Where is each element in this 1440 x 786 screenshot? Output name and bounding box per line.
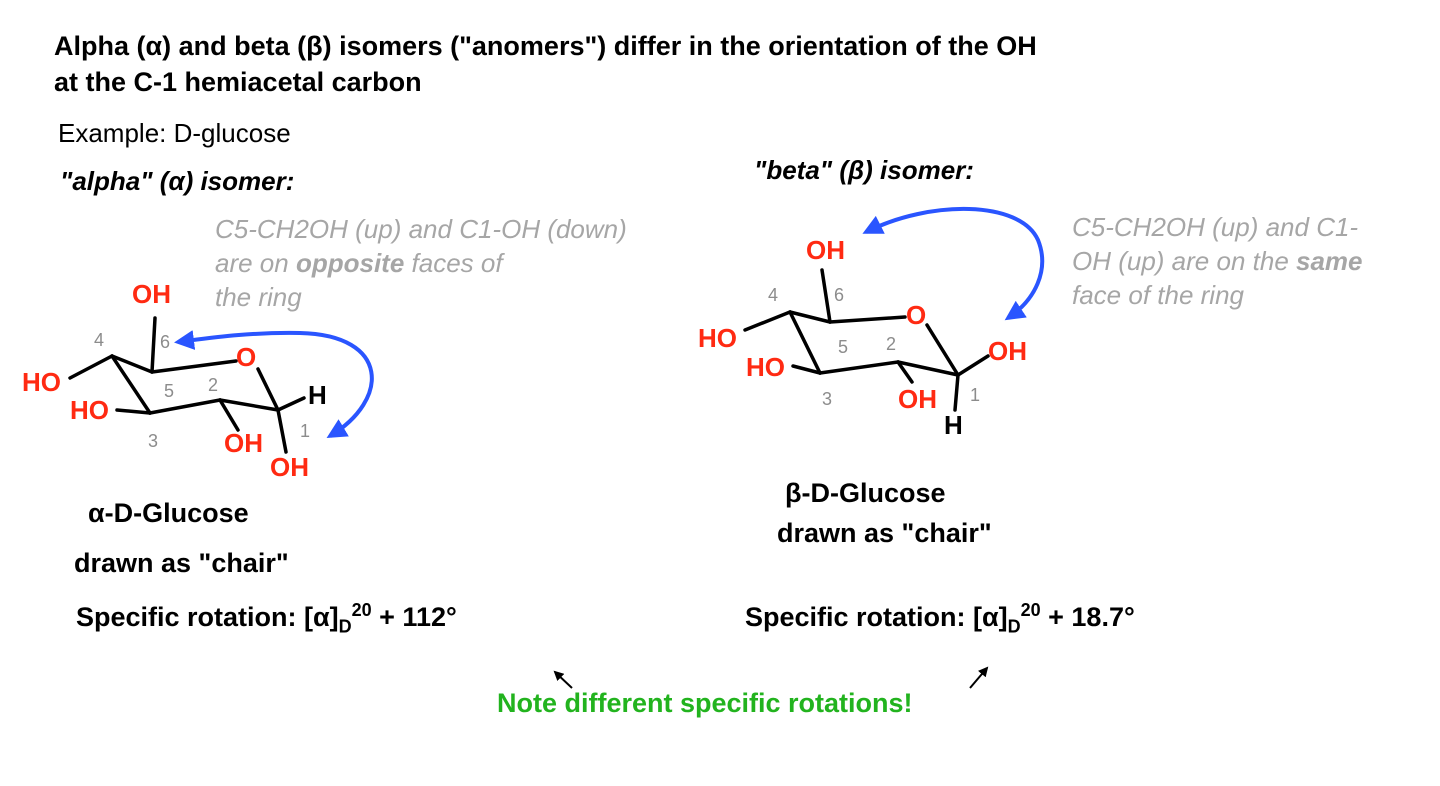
beta-ho-c3: HO [746, 352, 785, 382]
beta-bond-c1-oh [956, 354, 990, 377]
alpha-num-5: 5 [164, 381, 174, 401]
alpha-oh-c2: OH [224, 428, 263, 458]
alpha-note-bold: opposite [295, 248, 405, 278]
alpha-oh-c1: OH [270, 452, 309, 482]
beta-note-line-1: C5-CH2OH (up) and C1- [1072, 212, 1359, 242]
beta-oh-c2: OH [898, 384, 937, 414]
beta-num-1: 1 [970, 385, 980, 405]
alpha-num-2: 2 [208, 375, 218, 395]
alpha-rotation-value: + 112° [371, 602, 457, 632]
alpha-bond-o-c1 [256, 367, 280, 412]
beta-h-c1: H [944, 410, 963, 440]
alpha-num-6: 6 [160, 332, 170, 352]
beta-rotation: Specific rotation: [α]D20 + 18.7° [745, 600, 1135, 637]
alpha-bond-c5-o [150, 359, 238, 374]
beta-bond-c3-c4 [788, 310, 822, 375]
example-label: Example: D-glucose [58, 118, 291, 148]
alpha-glucose-structure [68, 316, 306, 454]
beta-glucose-structure [743, 268, 990, 412]
alpha-num-4: 4 [94, 330, 104, 350]
alpha-num-3: 3 [148, 431, 158, 451]
alpha-h-c1: H [308, 380, 327, 410]
alpha-ho-c3: HO [70, 395, 109, 425]
beta-bond-c2-c3 [818, 360, 900, 375]
beta-bond-c1-h [953, 373, 960, 412]
beta-num-6: 6 [834, 285, 844, 305]
alpha-bond-c1-c2 [218, 398, 280, 412]
beta-curved-arrow [862, 206, 1045, 321]
alpha-bond-c4-c5 [110, 354, 154, 374]
alpha-bond-c1-h [276, 396, 306, 412]
alpha-note-line-1: C5-CH2OH (up) and C1-OH (down) [215, 214, 627, 244]
beta-name: β-D-Glucose [785, 478, 946, 508]
alpha-bond-c2-c3 [148, 398, 222, 415]
beta-oh-c6: OH [806, 235, 845, 265]
beta-note: C5-CH2OH (up) and C1- OH (up) are on the… [1072, 210, 1363, 312]
beta-atom-labels: OH O HO HO OH OH H 4 6 5 2 3 1 [698, 235, 1027, 440]
beta-note-line-3: face of the ring [1072, 280, 1244, 310]
alpha-name: α-D-Glucose [88, 498, 249, 528]
alpha-bond-c3-oh [115, 408, 152, 415]
alpha-bond-c3-c4 [110, 354, 152, 415]
beta-num-3: 3 [822, 389, 832, 409]
title-line-2: at the C-1 hemiacetal carbon [54, 67, 422, 97]
alpha-rotation-prefix: Specific rotation: [α] [76, 602, 339, 632]
alpha-note-line-2: are on opposite faces of [215, 246, 627, 280]
beta-num-2: 2 [886, 334, 896, 354]
beta-note-line-2: OH (up) are on the same [1072, 244, 1363, 278]
footer-note: Note different specific rotations! [497, 688, 913, 718]
beta-oh-c1: OH [988, 336, 1027, 366]
beta-bond-c5-o [828, 315, 907, 324]
alpha-rotation-sup: 20 [351, 600, 372, 620]
beta-rotation-prefix: Specific rotation: [α] [745, 602, 1008, 632]
alpha-curved-arrow [174, 330, 374, 439]
beta-bond-c2-oh [896, 360, 914, 384]
alpha-bond-c1-oh [276, 408, 288, 454]
beta-caption: drawn as "chair" [777, 518, 992, 548]
beta-bond-c4-oh [743, 310, 792, 332]
alpha-atom-labels: OH O HO HO OH OH H 4 6 5 2 3 1 [22, 279, 327, 482]
beta-ring-oxygen: O [906, 300, 926, 330]
alpha-bond-c5-c6 [150, 316, 157, 374]
alpha-oh-c6: OH [132, 279, 171, 309]
alpha-ho-c4: HO [22, 367, 61, 397]
alpha-caption: drawn as "chair" [74, 548, 289, 578]
alpha-heading: "alpha" (α) isomer: [60, 166, 295, 196]
alpha-note-line-3: the ring [215, 282, 302, 312]
alpha-rotation: Specific rotation: [α]D20 + 112° [76, 600, 457, 637]
beta-num-4: 4 [768, 285, 778, 305]
beta-heading: "beta" (β) isomer: [754, 155, 974, 185]
pointer-arrow-left [553, 670, 573, 689]
beta-rotation-sup: 20 [1020, 600, 1041, 620]
alpha-bond-c2-oh [218, 398, 240, 432]
alpha-num-1: 1 [300, 421, 310, 441]
beta-note-bold: same [1296, 246, 1363, 276]
title: Alpha (α) and beta (β) isomers ("anomers… [54, 28, 1037, 100]
beta-num-5: 5 [838, 337, 848, 357]
beta-note-text: OH (up) are on the [1072, 246, 1296, 276]
alpha-note: C5-CH2OH (up) and C1-OH (down) are on op… [215, 212, 627, 314]
title-line-1: Alpha (α) and beta (β) isomers ("anomers… [54, 31, 1037, 61]
beta-bond-o-c1 [925, 323, 960, 377]
beta-bond-c1-c2 [896, 360, 960, 377]
beta-rotation-sub: D [1007, 616, 1021, 637]
beta-bond-c3-oh [791, 364, 822, 375]
alpha-rotation-sub: D [338, 616, 352, 637]
beta-ho-c4: HO [698, 323, 737, 353]
beta-rotation-value: + 18.7° [1040, 602, 1135, 632]
pointer-arrow-right [969, 666, 989, 689]
beta-bond-c4-c5 [788, 310, 832, 324]
alpha-bond-c4-oh [68, 354, 114, 380]
alpha-note-text: are on [215, 248, 296, 278]
beta-bond-c5-c6 [820, 268, 832, 324]
alpha-ring-oxygen: O [236, 342, 256, 372]
alpha-note-text-2: faces of [404, 248, 503, 278]
